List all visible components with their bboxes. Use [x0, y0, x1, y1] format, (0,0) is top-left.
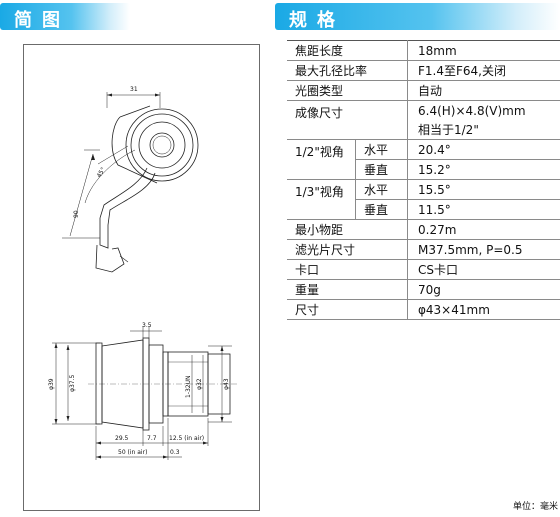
spec-value: 11.5°	[407, 199, 560, 220]
dim-03: 0.3	[170, 449, 180, 456]
spec-sub-label: 水平	[355, 139, 408, 160]
spec-label: 尺寸	[287, 299, 408, 320]
dim-50: 50 (in air)	[118, 449, 147, 456]
dim-side: 90	[73, 210, 80, 218]
spec-label: 光圈类型	[287, 80, 408, 101]
spec-row-focal: 焦距长度 18mm	[287, 40, 560, 61]
spec-label: 重量	[287, 279, 408, 300]
tab-diagram: 简图	[0, 3, 130, 31]
dim-77: 7.7	[147, 435, 157, 442]
dim-d375: φ37.5	[69, 375, 76, 393]
spec-label: 最大孔径比率	[287, 60, 408, 81]
spec-label: 卡口	[287, 259, 408, 280]
spec-value: 自动	[407, 80, 560, 101]
spec-value: F1.4至F64,关闭	[407, 60, 560, 81]
spec-row-filter: 滤光片尺寸 M37.5mm, P=0.5	[287, 239, 560, 260]
spec-value-2: 相当于1/2"	[407, 120, 560, 140]
dim-angle: 45°	[96, 166, 107, 179]
spec-sub-label: 垂直	[355, 159, 408, 180]
spec-value: 15.2°	[407, 159, 560, 180]
unit-note: 单位：毫米	[512, 502, 558, 512]
spec-row-size: 尺寸 φ43×41mm	[287, 299, 560, 320]
spec-label: 1/2"视角	[287, 139, 356, 180]
dim-d43: φ43	[223, 378, 230, 390]
spec-label: 滤光片尺寸	[287, 239, 408, 260]
dim-d39: φ39	[48, 378, 55, 390]
dim-flange: 3.5	[142, 322, 152, 329]
spec-sub-label: 垂直	[355, 199, 408, 220]
spec-label: 1/3"视角	[287, 179, 356, 220]
spec-label: 最小物距	[287, 219, 408, 240]
side-view	[52, 326, 238, 460]
dim-295: 29.5	[115, 435, 129, 442]
spec-row-format: 成像尺寸 6.4(H)×4.8(V)mm	[287, 100, 560, 140]
spec-row-weight: 重量 70g	[287, 279, 560, 300]
spec-label: 焦距长度	[287, 40, 408, 61]
spec-value: M37.5mm, P=0.5	[407, 239, 560, 260]
front-view	[62, 92, 199, 273]
tab-specs: 规格	[275, 3, 560, 31]
spec-value: CS卡口	[407, 259, 560, 280]
spec-row-mount: 卡口 CS卡口	[287, 259, 560, 280]
spec-row-format-2: 相当于1/2"	[287, 120, 560, 140]
spec-row-view13-v: 垂直 11.5°	[287, 199, 560, 220]
spec-value: 70g	[407, 279, 560, 300]
diagram-frame	[23, 44, 260, 511]
dim-thread: 1-32UN	[185, 376, 192, 399]
dimension-labels: 31 45° 90 3.5 φ39 φ37.5 1-32UN φ32 φ43 2…	[48, 86, 230, 456]
spec-sub-label: 水平	[355, 179, 408, 200]
spec-table: 焦距长度 18mm 最大孔径比率 F1.4至F64,关闭 光圈类型 自动 成像尺…	[287, 40, 560, 320]
spec-row-aperture: 最大孔径比率 F1.4至F64,关闭	[287, 60, 560, 81]
dim-d32: φ32	[196, 378, 203, 390]
spec-value: 20.4°	[407, 139, 560, 160]
dim-top-width: 31	[130, 86, 138, 93]
spec-row-mod: 最小物距 0.27m	[287, 219, 560, 240]
tab-specs-label: 规格	[289, 10, 345, 31]
spec-value: 6.4(H)×4.8(V)mm	[418, 103, 526, 118]
spec-value: 15.5°	[407, 179, 560, 200]
spec-row-view12-h: 1/2"视角 水平 20.4°	[287, 139, 560, 180]
spec-value: 18mm	[407, 40, 560, 61]
spec-value: 0.27m	[407, 219, 560, 240]
dim-125: 12.5 (in air)	[169, 435, 204, 442]
spec-value: φ43×41mm	[407, 299, 560, 320]
spec-label: 成像尺寸	[287, 100, 408, 140]
lens-drawing: 31 45° 90 3.5 φ39 φ37.5 1-32UN φ32 φ43 2…	[48, 86, 238, 460]
spec-row-view12-v: 垂直 15.2°	[287, 159, 560, 180]
spec-row-view13-h: 1/3"视角 水平 15.5°	[287, 179, 560, 220]
tab-diagram-label: 简图	[14, 10, 70, 31]
spec-row-iris: 光圈类型 自动	[287, 80, 560, 101]
